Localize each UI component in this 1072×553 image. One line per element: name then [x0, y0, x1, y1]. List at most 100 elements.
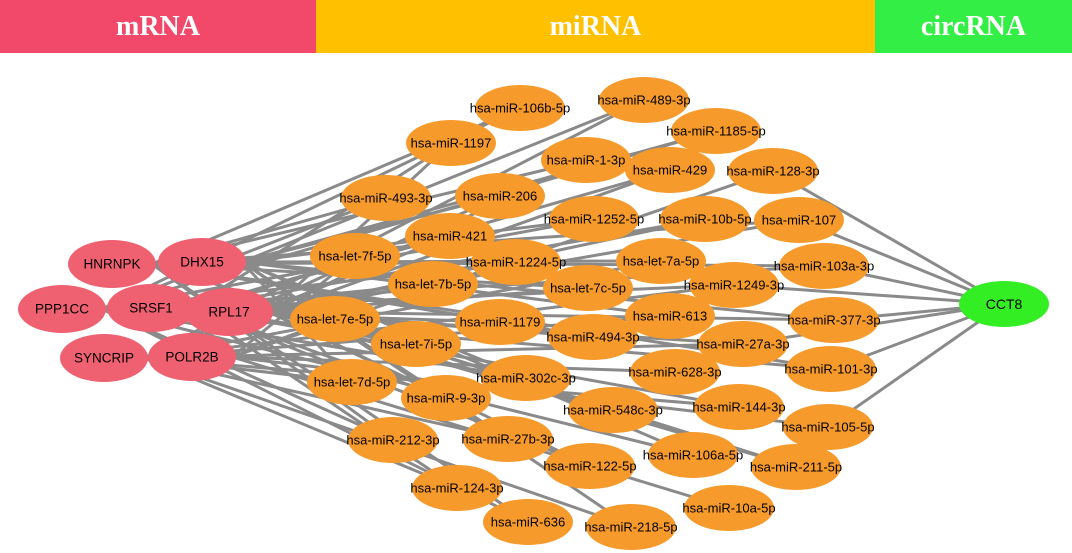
mirna-node-hsa-mir-377-3p: hsa-miR-377-3p [787, 297, 881, 343]
mirna-node-hsa-let-7b-5p-shape [388, 261, 478, 307]
mrna-node-syncrip-label: SYNCRIP [74, 351, 134, 366]
mrna-node-srsf1-label: SRSF1 [129, 301, 173, 316]
mirna-node-hsa-mir-122-5p-shape [545, 443, 635, 489]
mirna-node-hsa-mir-211-5p-label: hsa-miR-211-5p [750, 460, 842, 475]
mirna-node-hsa-mir-122-5p-label: hsa-miR-122-5p [543, 459, 636, 474]
mirna-node-hsa-mir-548c-3p-label: hsa-miR-548c-3p [563, 403, 663, 418]
mirna-node-hsa-mir-494-3p-label: hsa-miR-494-3p [546, 330, 639, 345]
mirna-node-hsa-mir-124-3p: hsa-miR-124-3p [410, 465, 504, 511]
mirna-node-hsa-mir-1224-5p: hsa-miR-1224-5p [466, 239, 566, 285]
mirna-node-hsa-mir-107-shape [754, 197, 844, 243]
mirna-node-hsa-mir-10a-5p-label: hsa-miR-10a-5p [682, 501, 775, 516]
mirna-column-header: miRNA [316, 0, 875, 53]
mirna-node-hsa-mir-421: hsa-miR-421 [405, 213, 495, 259]
mirna-node-hsa-mir-302c-3p-label: hsa-miR-302c-3p [476, 371, 576, 386]
mirna-node-hsa-mir-105-5p: hsa-miR-105-5p [781, 404, 875, 450]
mirna-node-hsa-let-7a-5p-shape [616, 238, 706, 284]
mirna-node-hsa-mir-613: hsa-miR-613 [625, 293, 715, 339]
mirna-node-hsa-mir-1249-3p: hsa-miR-1249-3p [684, 262, 784, 308]
mirna-node-hsa-mir-1179: hsa-miR-1179 [455, 299, 545, 345]
mrna-node-rpl17-shape [185, 288, 273, 336]
mirna-node-hsa-let-7c-5p-shape [543, 265, 633, 311]
mirna-node-hsa-mir-10a-5p: hsa-miR-10a-5p [682, 485, 776, 531]
mirna-node-hsa-mir-10a-5p-shape [684, 485, 774, 531]
mirna-node-hsa-mir-1179-shape [455, 299, 545, 345]
mirna-node-hsa-mir-107: hsa-miR-107 [754, 197, 844, 243]
mirna-node-hsa-let-7i-5p-label: hsa-let-7i-5p [380, 337, 452, 352]
mirna-node-hsa-mir-9-3p-label: hsa-miR-9-3p [407, 391, 486, 406]
mirna-node-hsa-mir-144-3p: hsa-miR-144-3p [692, 384, 786, 430]
mirna-node-hsa-mir-27b-3p-label: hsa-miR-27b-3p [461, 432, 554, 447]
mirna-node-hsa-mir-106a-5p-shape [648, 432, 738, 478]
circrna-node-cct8-shape [959, 281, 1049, 327]
mirna-node-hsa-mir-124-3p-shape [412, 465, 502, 511]
mirna-node-hsa-mir-377-3p-shape [789, 297, 879, 343]
mirna-node-hsa-mir-103a-3p-label: hsa-miR-103a-3p [774, 259, 874, 274]
mirna-node-hsa-mir-10b-5p-shape [660, 196, 750, 242]
mirna-node-hsa-mir-106b-5p: hsa-miR-106b-5p [470, 85, 570, 131]
mirna-node-hsa-mir-421-label: hsa-miR-421 [413, 229, 487, 244]
mirna-node-hsa-let-7e-5p-label: hsa-let-7e-5p [297, 312, 374, 327]
mirna-node-hsa-mir-10b-5p-label: hsa-miR-10b-5p [658, 212, 751, 227]
mirna-node-hsa-mir-1197-shape [406, 120, 496, 166]
mirna-node-hsa-mir-429-shape [625, 147, 715, 193]
mirna-node-hsa-mir-1197: hsa-miR-1197 [406, 120, 496, 166]
mirna-node-hsa-mir-128-3p-shape [728, 148, 818, 194]
mirna-node-hsa-mir-1-3p: hsa-miR-1-3p [541, 137, 631, 183]
mirna-node-hsa-mir-9-3p: hsa-miR-9-3p [401, 375, 491, 421]
edge-hsa-mir-128-3p-cct8 [772, 169, 1005, 306]
mrna-node-hnrnpk-shape [68, 240, 156, 288]
mirna-node-hsa-mir-377-3p-label: hsa-miR-377-3p [787, 313, 880, 328]
mrna-column-header: mRNA [0, 0, 316, 53]
mirna-node-hsa-mir-103a-3p: hsa-miR-103a-3p [774, 243, 874, 289]
mrna-node-dhx15-label: DHX15 [180, 255, 224, 270]
mirna-node-hsa-mir-548c-3p-shape [568, 387, 658, 433]
edge-hsa-mir-1197-srsf1 [190, 141, 452, 310]
mirna-node-hsa-mir-128-3p: hsa-miR-128-3p [726, 148, 820, 194]
mirna-node-hsa-mir-212-3p-shape [348, 417, 438, 463]
mirna-node-hsa-mir-628-3p: hsa-miR-628-3p [628, 349, 722, 395]
circrna-node-cct8-label: CCT8 [986, 296, 1023, 312]
mrna-node-ppp1cc: PPP1CC [18, 285, 106, 333]
mirna-node-hsa-mir-429: hsa-miR-429 [625, 147, 715, 193]
mirna-node-hsa-let-7d-5p: hsa-let-7d-5p [307, 359, 397, 405]
mirna-node-hsa-let-7a-5p: hsa-let-7a-5p [616, 238, 706, 284]
mirna-node-hsa-mir-144-3p-label: hsa-miR-144-3p [692, 400, 785, 415]
mrna-node-hnrnpk-label: HNRNPK [83, 257, 140, 272]
mirna-node-hsa-mir-212-3p-label: hsa-miR-212-3p [346, 433, 439, 448]
mrna-node-rpl17: RPL17 [185, 288, 273, 336]
mirna-node-hsa-mir-636-label: hsa-miR-636 [491, 515, 565, 530]
mrna-node-polr2b-shape [148, 333, 236, 381]
edge-hsa-mir-105-5p-cct8 [827, 302, 1005, 429]
mirna-node-hsa-mir-122-5p: hsa-miR-122-5p [543, 443, 637, 489]
mirna-node-hsa-mir-128-3p-label: hsa-miR-128-3p [726, 164, 819, 179]
mirna-node-hsa-mir-106a-5p-label: hsa-miR-106a-5p [643, 448, 743, 463]
mirna-node-hsa-mir-494-3p-shape [548, 314, 638, 360]
mrna-node-srsf1-shape [107, 284, 195, 332]
mirna-node-hsa-mir-211-5p-shape [751, 444, 841, 490]
mirna-node-hsa-mir-206-shape [455, 173, 545, 219]
mirna-node-hsa-mir-494-3p: hsa-miR-494-3p [546, 314, 640, 360]
mirna-node-hsa-let-7f-5p-label: hsa-let-7f-5p [319, 249, 392, 264]
mirna-node-hsa-mir-10b-5p: hsa-miR-10b-5p [658, 196, 752, 242]
mirna-node-hsa-mir-421-shape [405, 213, 495, 259]
mirna-node-hsa-mir-27b-3p-shape [463, 416, 553, 462]
mirna-node-hsa-mir-613-shape [625, 293, 715, 339]
mirna-node-hsa-mir-27a-3p-shape [698, 321, 788, 367]
circrna-column-header: circRNA [875, 0, 1072, 53]
mirna-node-hsa-mir-106b-5p-label: hsa-miR-106b-5p [470, 101, 570, 116]
mirna-node-hsa-let-7c-5p-label: hsa-let-7c-5p [550, 281, 626, 296]
mrna-node-dhx15: DHX15 [158, 238, 246, 286]
mirna-node-hsa-mir-636-shape [483, 499, 573, 545]
mirna-node-hsa-mir-106b-5p-shape [475, 85, 565, 131]
mrna-node-hnrnpk: HNRNPK [68, 240, 156, 288]
mirna-node-hsa-mir-1252-5p-shape [549, 196, 639, 242]
mirna-node-hsa-let-7e-5p-shape [290, 296, 380, 342]
mirna-node-hsa-let-7d-5p-shape [307, 359, 397, 405]
mirna-node-hsa-mir-1249-3p-label: hsa-miR-1249-3p [684, 278, 784, 293]
mrna-node-rpl17-label: RPL17 [208, 305, 249, 320]
mrna-node-polr2b: POLR2B [148, 333, 236, 381]
mirna-node-hsa-mir-493-3p-shape [341, 175, 431, 221]
circrna-node-cct8: CCT8 [959, 281, 1049, 327]
